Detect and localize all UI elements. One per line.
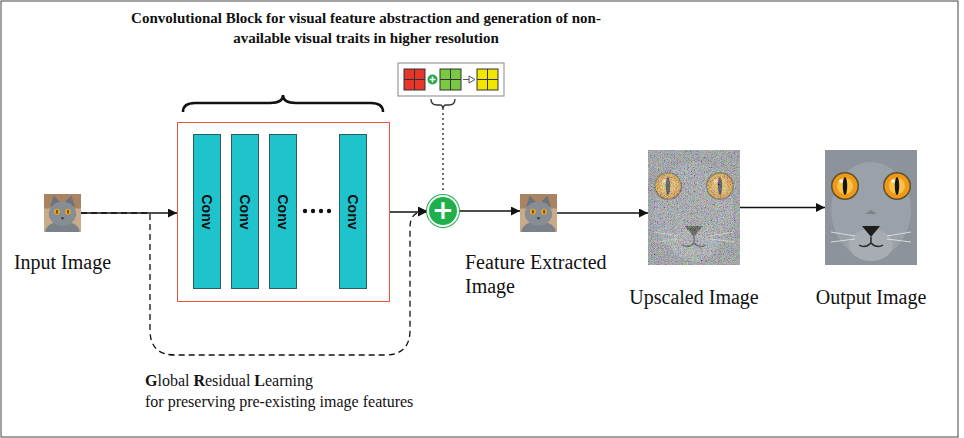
addition-inset-part	[477, 69, 498, 90]
image-caption: Output Image	[816, 285, 927, 309]
conv-layer: Conv	[339, 134, 367, 289]
leader-line	[442, 113, 443, 192]
addition-inset-part	[440, 69, 461, 90]
output-image: Output Image	[825, 150, 917, 265]
upscaled-image: Upscaled Image	[648, 150, 740, 265]
conv-layer: Conv	[193, 134, 221, 289]
addition-inset-part	[463, 79, 469, 80]
addition-inset-part	[430, 77, 436, 83]
noisy-cat-closeup-part	[648, 150, 740, 265]
conv-label: Conv	[346, 194, 360, 229]
cat-photo	[520, 194, 557, 241]
block-heading: Convolutional Block for visual feature a…	[121, 9, 611, 48]
ellipsis-dots-part	[311, 209, 315, 213]
ellipsis-dots-part	[303, 209, 307, 213]
note-text: for preserving pre-existing image featur…	[145, 393, 413, 411]
input-image: Input Image	[44, 194, 81, 232]
addition-inset-part	[404, 69, 425, 90]
image-caption: Input Image	[14, 250, 111, 274]
cat-photo-part	[44, 194, 81, 241]
ellipsis-dots	[303, 209, 331, 213]
flow-arrow	[459, 210, 520, 211]
addition-inset-part	[477, 69, 498, 90]
ellipsis-dots-part	[327, 209, 331, 213]
conv-layer: Conv	[269, 134, 297, 289]
cat-photo	[44, 194, 81, 241]
feature-image: Feature Extracted Image	[520, 194, 557, 232]
conv-layer: Conv	[231, 134, 259, 289]
image-caption: Upscaled Image	[629, 285, 758, 309]
cat-closeup	[825, 150, 917, 265]
noisy-cat-closeup-part	[648, 150, 740, 265]
flow-arrow	[740, 207, 825, 208]
flow-arrow	[557, 212, 648, 213]
conv-block: Convolutional Block for visual feature a…	[177, 122, 390, 302]
conv-label: Conv	[238, 194, 252, 229]
noisy-cat-closeup	[648, 150, 740, 265]
initial-letter: L	[254, 372, 265, 389]
addition-inset-part	[404, 69, 425, 90]
cat-closeup-part	[825, 150, 917, 265]
sum-circle: +	[427, 195, 459, 227]
cat-photo-part	[520, 194, 557, 241]
addition-inset-part	[469, 76, 475, 83]
addition-inset-part	[398, 63, 504, 96]
addition-inset	[398, 63, 504, 96]
image-caption: Feature Extracted Image	[465, 250, 635, 298]
curly-brace	[183, 95, 383, 112]
initial-letter: R	[193, 372, 205, 389]
addition-inset-part	[440, 69, 461, 90]
plus-sign: +	[432, 197, 454, 223]
note-text: Global Residual Learning	[145, 372, 313, 390]
initial-letter: G	[145, 372, 157, 389]
ellipsis-dots-part	[319, 209, 323, 213]
conv-label: Conv	[276, 194, 290, 229]
conv-label: Conv	[200, 194, 214, 229]
addition-inset-part	[428, 75, 438, 85]
small-brace	[431, 99, 455, 110]
